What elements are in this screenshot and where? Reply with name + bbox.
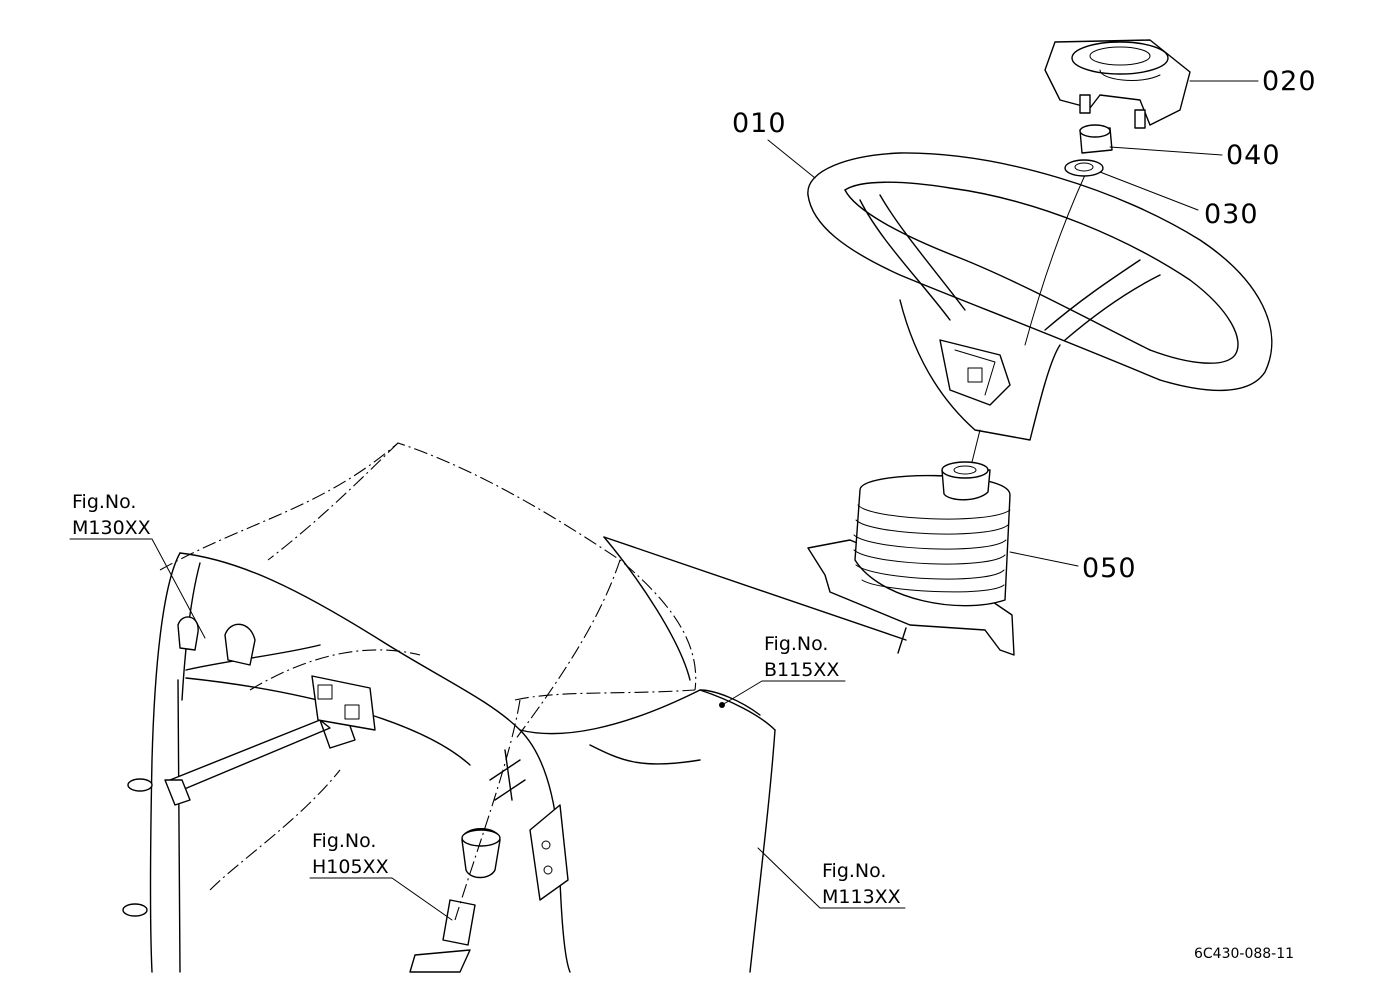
part-label-030: 030 bbox=[1204, 199, 1259, 230]
fig-ref-m130: Fig.No. M130XX bbox=[72, 491, 151, 539]
part-label-040: 040 bbox=[1226, 140, 1281, 171]
fig-ref-caption: Fig.No. bbox=[312, 830, 376, 852]
fig-ref-code: M113XX bbox=[822, 886, 901, 908]
part-label-050: 050 bbox=[1082, 553, 1137, 584]
washer bbox=[1064, 159, 1104, 177]
part-label-010: 010 bbox=[732, 108, 787, 139]
fig-ref-caption: Fig.No. bbox=[72, 491, 136, 513]
steering-wheel bbox=[807, 152, 1273, 471]
fig-ref-code: H105XX bbox=[312, 856, 389, 878]
part-label-020: 020 bbox=[1262, 66, 1317, 97]
hood-dashboard-assembly bbox=[122, 442, 907, 973]
steering-boot bbox=[807, 461, 1015, 656]
fig-ref-code: M130XX bbox=[72, 517, 151, 539]
nut bbox=[1079, 124, 1113, 154]
fig-ref-b115: Fig.No. B115XX bbox=[764, 633, 839, 681]
fig-ref-caption: Fig.No. bbox=[822, 860, 886, 882]
drawing-code: 6C430-088-11 bbox=[1194, 946, 1294, 962]
fig-ref-code: B115XX bbox=[764, 659, 839, 681]
fig-ref-h105: Fig.No. H105XX bbox=[312, 830, 389, 878]
fig-ref-caption: Fig.No. bbox=[764, 633, 828, 655]
horn-cap bbox=[1044, 39, 1191, 129]
fig-ref-m113: Fig.No. M113XX bbox=[822, 860, 901, 908]
leader-lines bbox=[69, 80, 1259, 921]
